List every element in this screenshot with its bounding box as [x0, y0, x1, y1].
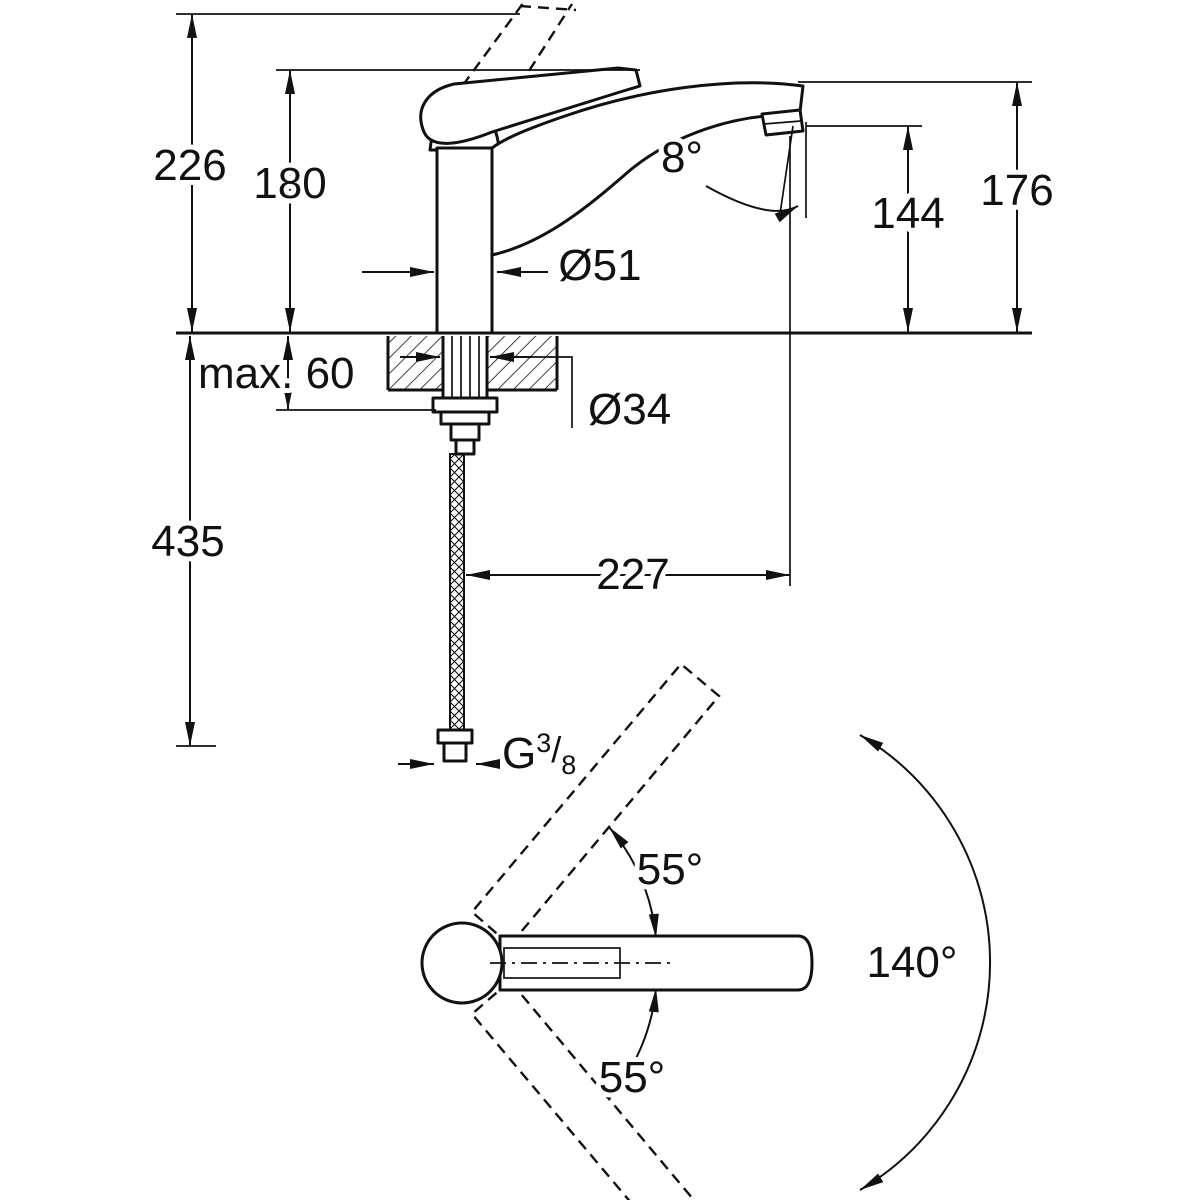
dim-body-diameter: Ø51 [558, 241, 641, 290]
thread-separator: / [551, 729, 561, 770]
dim-connection-thread: G3/8 [502, 728, 576, 780]
threaded-shank [441, 336, 489, 398]
dim-swivel-upper: 55° [637, 845, 704, 894]
dim-max-mounting-thickness: max. 60 [198, 349, 355, 398]
counter-hatch-left [388, 336, 443, 390]
mounting-nut [431, 396, 499, 456]
faucet-body [435, 146, 494, 335]
front-view: 226 180 176 144 8° Ø51 max. 60 Ø34 435 2… [146, 1, 1059, 785]
swivel-dimensions [608, 734, 991, 1191]
dim-hose-length: 435 [151, 517, 224, 566]
hose-fitting [442, 741, 468, 763]
dim-spout-angle: 8° [661, 133, 703, 182]
dim-overall-height: 226 [153, 141, 226, 190]
counter-hatch-right [487, 336, 557, 390]
faucet-outline [419, 1, 805, 335]
dim-swivel-lower: 55° [599, 1053, 666, 1102]
dim-body-height: 180 [253, 159, 326, 208]
dim-spout-reach: 227 [596, 550, 669, 599]
dim-hole-diameter: Ø34 [588, 385, 671, 434]
dim-outlet-height: 144 [871, 189, 944, 238]
mounting-section [386, 336, 559, 456]
dimension-lines [176, 13, 1032, 769]
handle-position-lower-dashed [470, 979, 696, 1200]
top-view: 55° 55° 140° [420, 662, 991, 1200]
dim-spout-top-height: 176 [980, 166, 1053, 215]
thread-denominator: 8 [561, 750, 576, 780]
faucet-lever [419, 66, 642, 145]
handle-position-upper-dashed [470, 662, 721, 947]
supply-hose [436, 453, 474, 763]
hose-nut [436, 728, 474, 745]
dim-swivel-total: 140° [866, 938, 957, 987]
thread-numerator: 3 [536, 728, 551, 758]
thread-prefix: G [502, 729, 536, 778]
